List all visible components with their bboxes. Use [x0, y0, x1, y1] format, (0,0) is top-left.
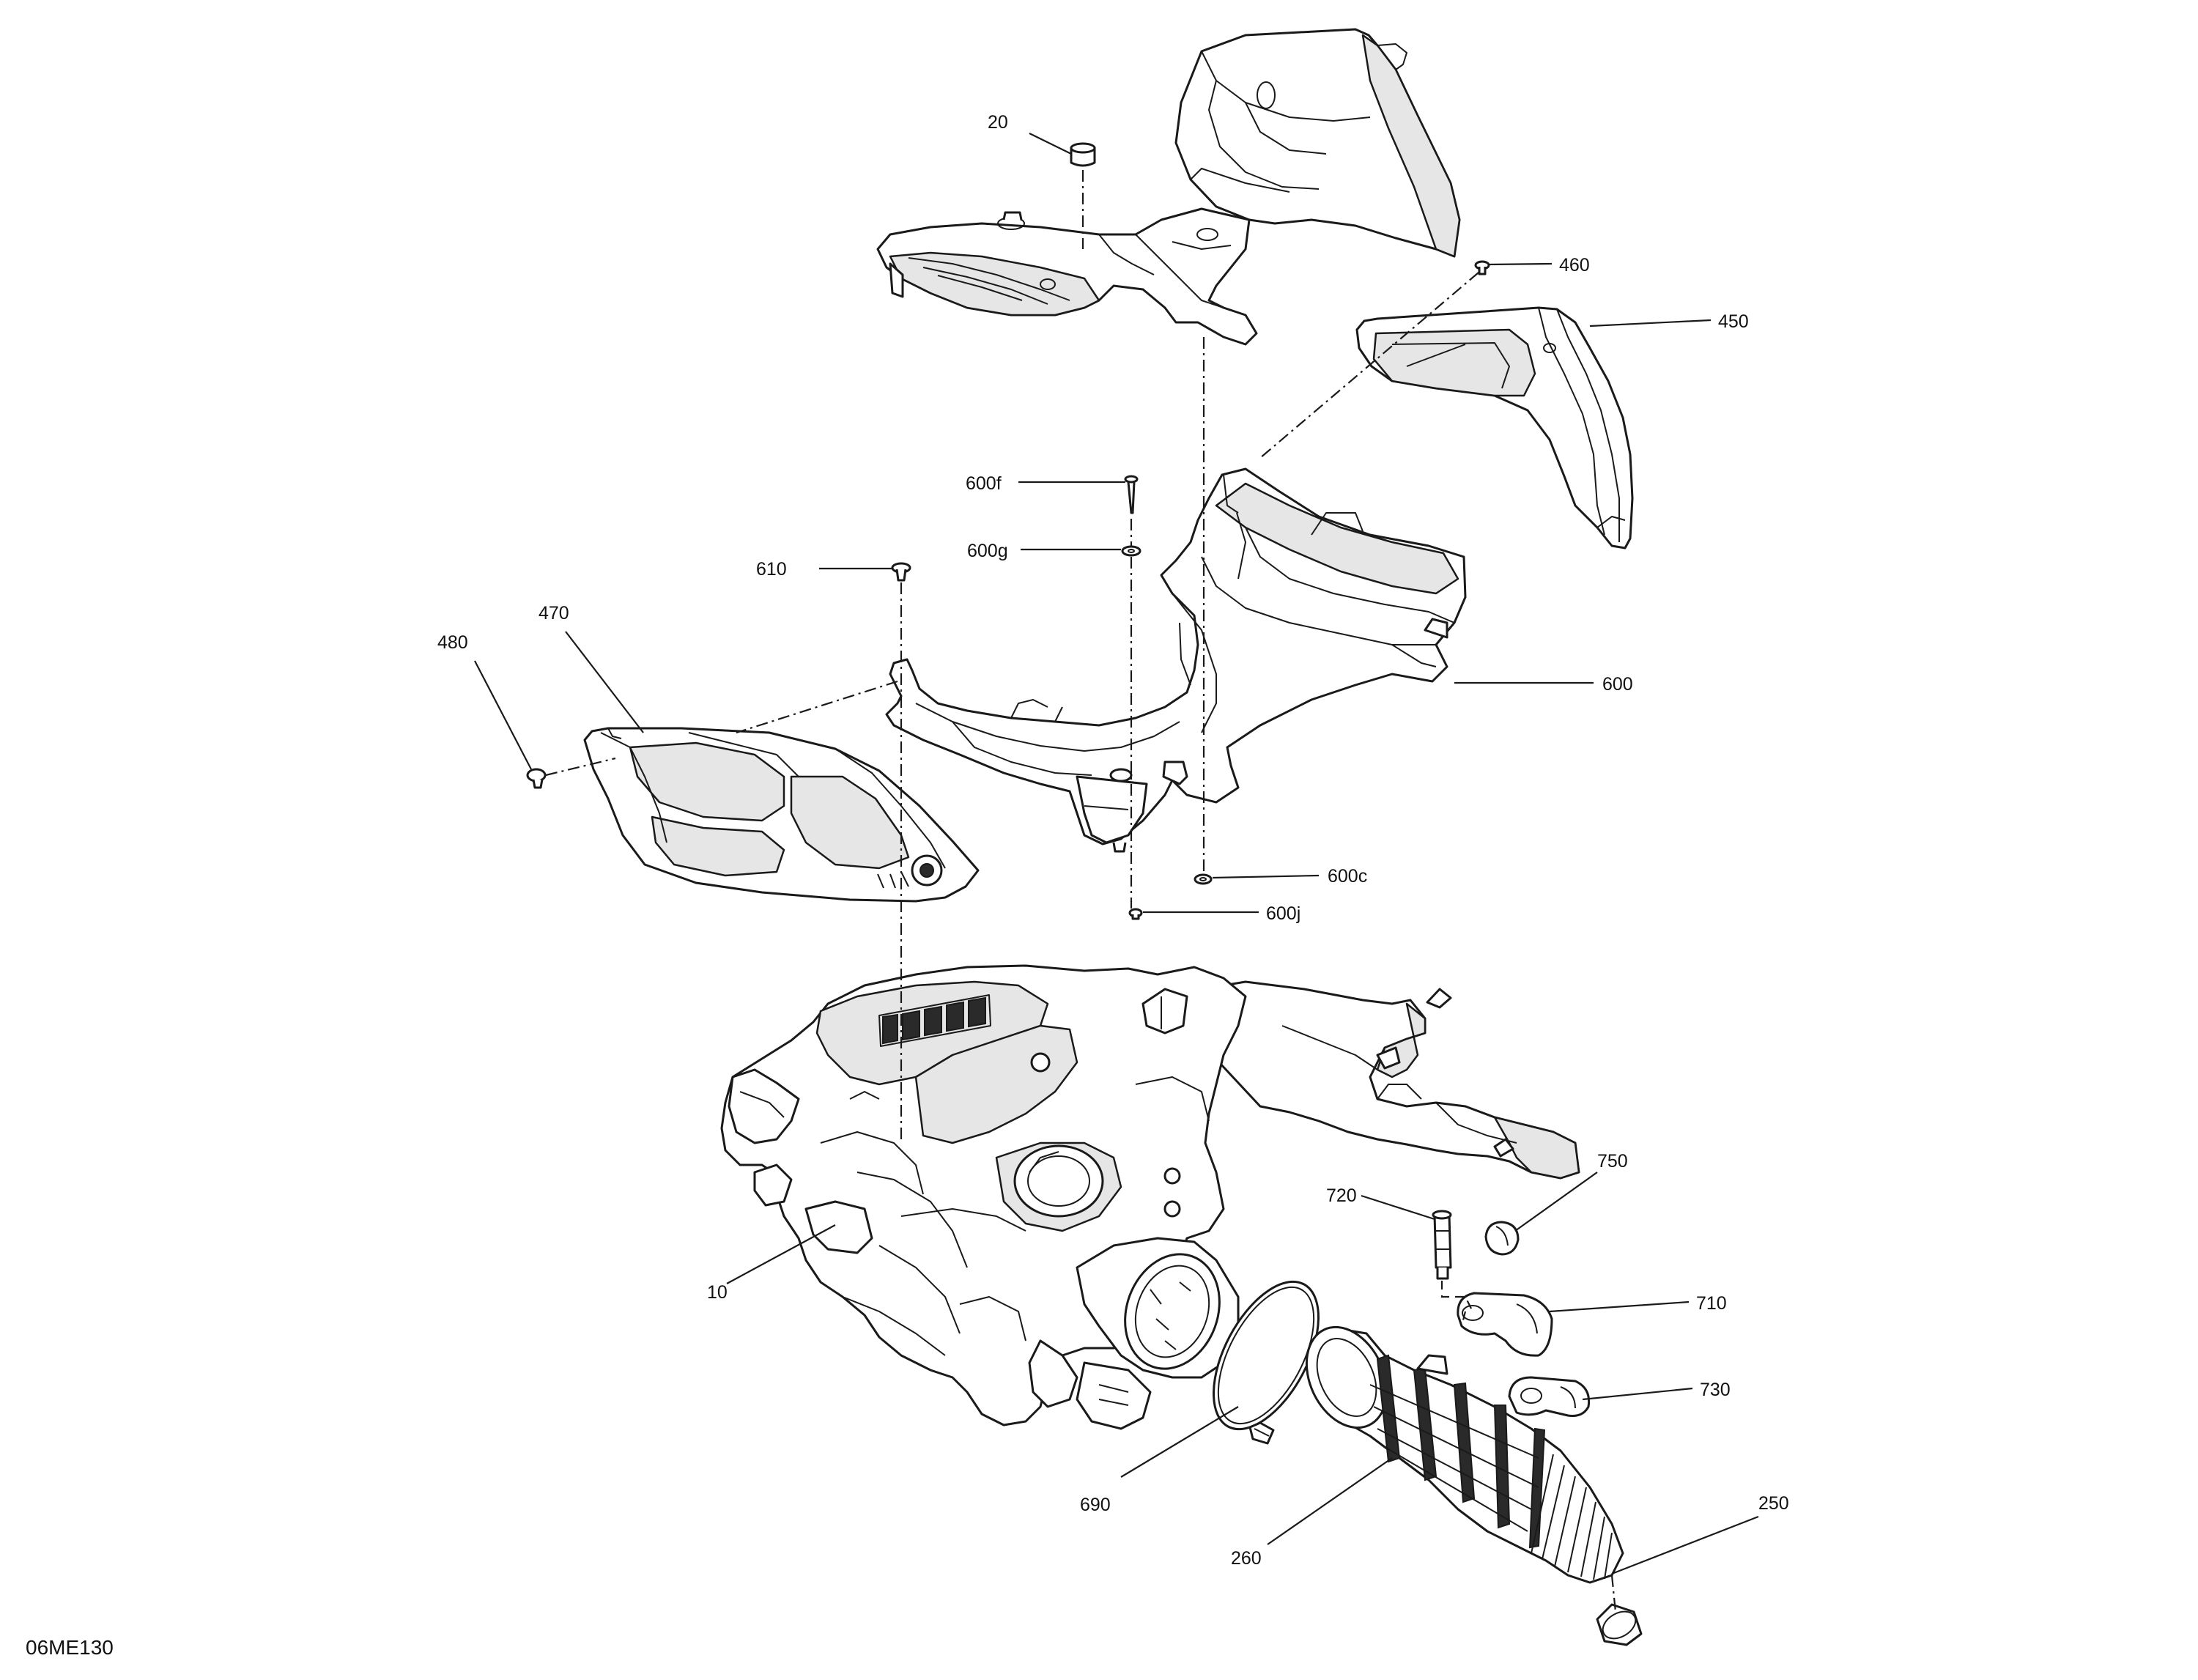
part-260-intake-duct	[1305, 1325, 1624, 1584]
part-720-fitting	[1432, 1210, 1452, 1280]
callout-720: 720	[1326, 1185, 1357, 1206]
part-470-grille	[583, 727, 980, 903]
callout-250: 250	[1758, 1493, 1789, 1514]
part-600-console	[885, 467, 1467, 853]
part-600c-washer	[1194, 873, 1213, 885]
callout-450: 450	[1718, 311, 1749, 332]
part-730-elbow-hose	[1508, 1376, 1591, 1417]
part-10-airbox	[720, 964, 1580, 1430]
callout-710: 710	[1696, 1293, 1727, 1314]
drawing-code: 06ME130	[26, 1636, 114, 1659]
callout-10: 10	[707, 1282, 728, 1303]
callout-260: 260	[1231, 1548, 1262, 1569]
callout-600j: 600j	[1266, 903, 1300, 924]
part-20-plug	[1070, 142, 1096, 167]
callout-690: 690	[1080, 1495, 1111, 1515]
upper-console-part	[876, 28, 1461, 346]
part-610-clip	[891, 562, 911, 582]
callout-470: 470	[539, 603, 569, 623]
callout-460: 460	[1559, 255, 1590, 275]
part-600f-screw	[1124, 475, 1139, 514]
part-460-screw	[1474, 260, 1490, 275]
callout-600: 600	[1602, 674, 1633, 695]
part-450-side-cover	[1355, 306, 1634, 549]
callout-20: 20	[988, 112, 1008, 133]
callout-750: 750	[1597, 1151, 1628, 1172]
part-710-elbow-hose	[1457, 1292, 1553, 1357]
callout-600c: 600c	[1328, 866, 1367, 887]
part-600g-washer	[1121, 545, 1141, 557]
callout-labels: 20 460 450 600f 600g 610 470 480 600 600…	[437, 112, 1789, 1569]
leader-lines	[474, 133, 1759, 1575]
part-250-end-cap	[1596, 1603, 1643, 1646]
part-600j-nut	[1128, 908, 1143, 920]
assembly-lines	[545, 170, 1617, 1613]
callout-610: 610	[756, 559, 787, 580]
part-690-clamp	[1213, 1280, 1320, 1445]
callout-730: 730	[1700, 1380, 1731, 1400]
callout-600f: 600f	[966, 473, 1002, 494]
part-480-rivet	[526, 768, 547, 789]
callout-600g: 600g	[967, 541, 1008, 561]
part-750-cap	[1484, 1221, 1520, 1256]
callout-480: 480	[437, 632, 468, 653]
